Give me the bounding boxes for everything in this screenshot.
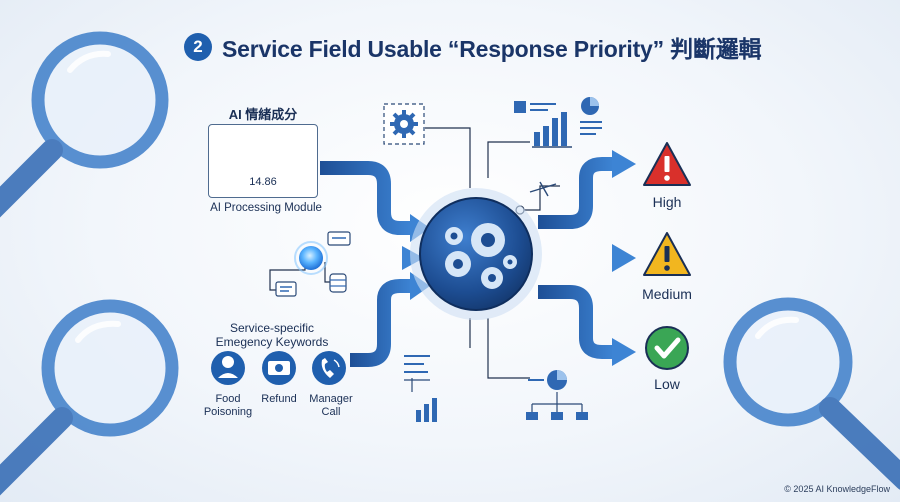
timeline-chart-icon: [404, 355, 437, 422]
priority-low-label: Low: [654, 376, 680, 392]
priority-medium-label: Medium: [642, 286, 692, 302]
magnifier-icon-top-left: [0, 31, 169, 218]
output-arrows: [538, 150, 636, 366]
step-number-badge: 2: [184, 33, 212, 61]
keyword-refund: Refund: [261, 393, 297, 405]
module-label: AI Processing Module: [210, 202, 322, 214]
keyword-manager-call: Manager Call: [309, 393, 353, 418]
document-icon: [327, 231, 351, 246]
message-icon: [275, 281, 297, 297]
org-chart-icon: [526, 370, 588, 420]
gears-icon: [445, 223, 517, 289]
magnifier-icon-right: [723, 297, 900, 490]
medium-priority-warning-icon: [643, 232, 691, 276]
input-node: [294, 241, 328, 275]
pie-chart-icon: [580, 97, 602, 135]
page-title: 2 Service Field Usable “Response Priorit…: [184, 30, 762, 64]
money-icon: [262, 351, 296, 385]
processing-hub: [410, 188, 542, 320]
gauge-value: 14.86: [249, 176, 277, 188]
gauge-heading: AI 情緒成分: [228, 107, 298, 122]
gear-card-icon: [383, 103, 425, 145]
keyword-food-poisoning: Food Poisoning: [203, 393, 253, 418]
database-icon: [329, 273, 347, 293]
title-text: Service Field Usable “Response Priority”…: [222, 36, 762, 62]
gauge-card: [208, 124, 318, 198]
bar-chart-icon: [514, 101, 572, 148]
keywords-label: Service-specific Emegency Keywords: [215, 321, 329, 349]
magnifier-icon-bottom-left: [0, 299, 179, 496]
low-priority-check-icon: [645, 326, 689, 370]
satellite-icon: [529, 181, 557, 197]
high-priority-warning-icon: [643, 142, 691, 186]
phone-icon: [312, 351, 346, 385]
copyright-footer: © 2025 AI KnowledgeFlow: [784, 484, 890, 494]
sick-person-icon: [211, 351, 245, 385]
priority-high-label: High: [652, 194, 682, 210]
